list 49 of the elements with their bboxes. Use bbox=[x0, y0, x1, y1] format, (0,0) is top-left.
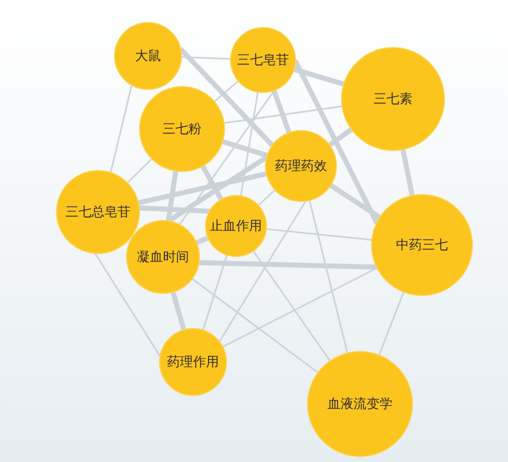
connector-line bbox=[200, 164, 224, 202]
node-label: 三七总皂苷 bbox=[66, 204, 130, 220]
node-label: 三七皂苷 bbox=[237, 52, 289, 68]
keyword-circle bbox=[266, 131, 336, 201]
node-label: 药理药效 bbox=[275, 158, 327, 174]
keyword-circle bbox=[140, 87, 224, 171]
connector-line bbox=[292, 66, 345, 87]
connector-line bbox=[271, 89, 292, 134]
node-label: 凝血时间 bbox=[137, 250, 189, 264]
connector-line bbox=[138, 205, 210, 214]
keyword-circle bbox=[115, 23, 181, 89]
connector-line bbox=[257, 189, 276, 206]
keyword-circle bbox=[127, 221, 199, 293]
connector-line bbox=[191, 278, 319, 374]
connector-line bbox=[213, 80, 240, 102]
connector-line bbox=[400, 148, 415, 196]
connector-line bbox=[223, 105, 343, 124]
node-label: 药理作用 bbox=[167, 354, 219, 370]
connector-line bbox=[180, 56, 232, 60]
connector-line bbox=[328, 183, 382, 220]
node-label: 大鼠 bbox=[135, 48, 161, 64]
connector-line bbox=[252, 250, 331, 362]
node-label: 三七素 bbox=[374, 92, 412, 106]
connector-line bbox=[126, 158, 153, 184]
connector-line bbox=[137, 171, 268, 206]
connector-line bbox=[218, 200, 307, 342]
keyword-circle bbox=[206, 196, 266, 256]
connector-line bbox=[328, 126, 354, 148]
connector-line bbox=[221, 139, 268, 158]
connector-line bbox=[202, 254, 228, 331]
connector-line bbox=[308, 200, 348, 354]
node-label: 止血作用 bbox=[210, 218, 262, 234]
connector-line bbox=[170, 290, 186, 331]
connector-line bbox=[266, 228, 372, 241]
connector-line bbox=[94, 252, 162, 358]
connector-line bbox=[240, 91, 259, 197]
connector-line bbox=[195, 235, 210, 246]
keyword-circle bbox=[231, 28, 295, 92]
connector-line bbox=[222, 266, 378, 348]
connector-line bbox=[178, 46, 274, 148]
keyword-circle bbox=[160, 329, 226, 395]
node-label: 中药三七 bbox=[396, 238, 448, 252]
connector-line bbox=[198, 260, 378, 270]
connector-line bbox=[166, 170, 178, 222]
node-label: 血液流变学 bbox=[328, 396, 392, 412]
connector-line bbox=[378, 291, 405, 356]
connector-line bbox=[292, 59, 380, 224]
connector-line bbox=[110, 84, 133, 174]
node-label: 三七粉 bbox=[162, 122, 202, 136]
